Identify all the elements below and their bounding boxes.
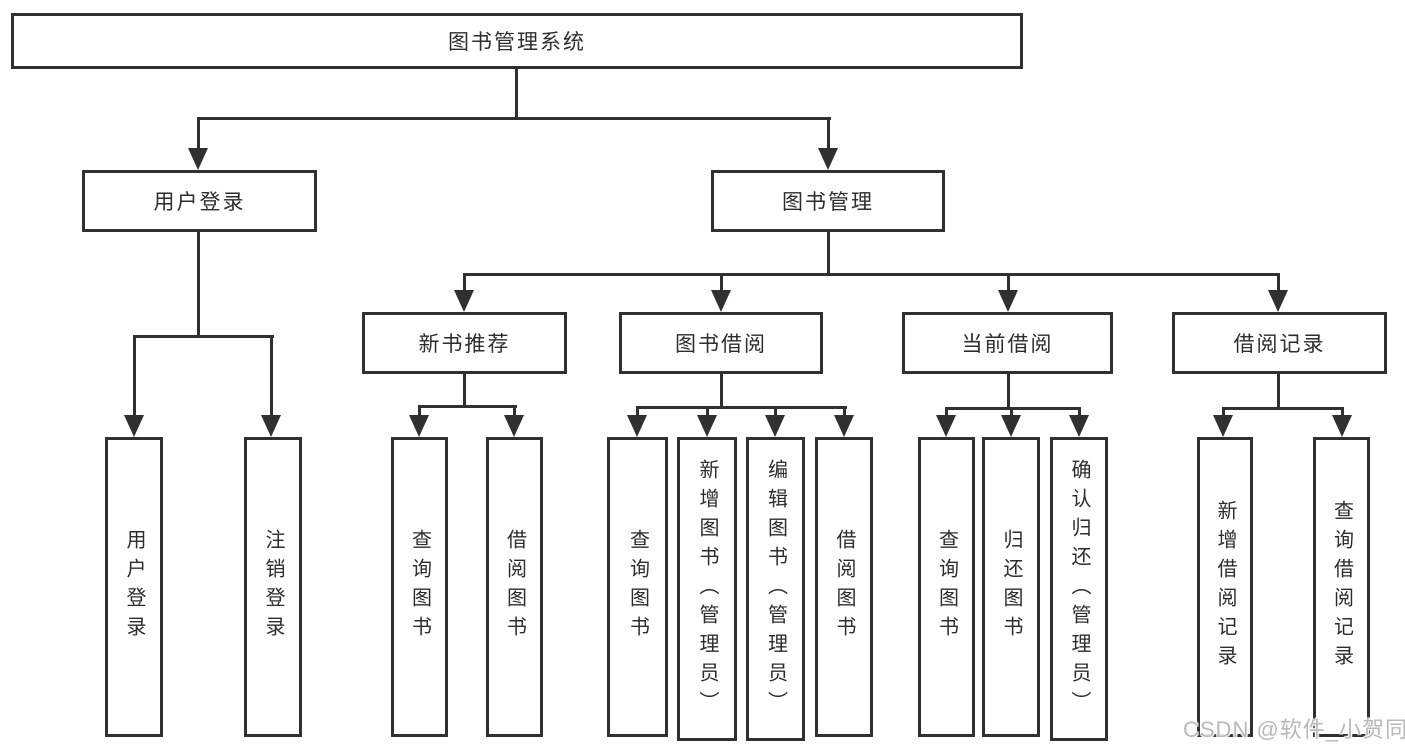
arrowhead-down-icon <box>765 415 785 437</box>
leaf-query-book-borrow: 查询图书 <box>607 437 668 737</box>
leaf-query-book-current: 查询图书 <box>918 437 975 737</box>
connector-line <box>706 406 709 415</box>
node-new-book-recommend: 新书推荐 <box>362 312 567 374</box>
connector-line <box>945 407 948 415</box>
leaf-add-borrow-record: 新增借阅记录 <box>1197 437 1253 737</box>
leaf-query-book-recommend-label: 查询图书 <box>408 529 431 645</box>
connector-line <box>1222 407 1225 415</box>
leaf-return-book-label: 归还图书 <box>1000 529 1022 645</box>
connector-line <box>463 374 466 405</box>
leaf-logout-label: 注销登录 <box>262 529 284 645</box>
leaf-edit-book-admin-label: 编辑图书（管理员） <box>764 458 787 720</box>
arrowhead-down-icon <box>998 290 1018 312</box>
leaf-add-borrow-record-label: 新增借阅记录 <box>1214 500 1236 674</box>
connector-line <box>774 406 777 415</box>
arrowhead-down-icon <box>936 415 956 437</box>
node-book-borrow: 图书借阅 <box>619 312 823 374</box>
connector-line <box>636 406 639 415</box>
leaf-query-book-borrow-label: 查询图书 <box>626 529 649 645</box>
connector-line <box>418 405 517 408</box>
arrowhead-down-icon <box>124 415 144 437</box>
arrowhead-down-icon <box>1268 290 1288 312</box>
connector-line <box>945 407 1081 410</box>
node-current-borrow-label: 当前借阅 <box>961 333 1054 356</box>
arrowhead-down-icon <box>261 415 281 437</box>
connector-line <box>1222 407 1344 410</box>
node-user-login: 用户登录 <box>82 170 317 232</box>
connector-line <box>1277 273 1280 291</box>
connector-line <box>720 374 723 406</box>
arrowhead-down-icon <box>627 415 647 437</box>
connector-line <box>515 69 518 117</box>
connector-line <box>827 232 830 273</box>
connector-line <box>463 273 1280 276</box>
leaf-query-borrow-record-label: 查询借阅记录 <box>1330 500 1353 674</box>
connector-line <box>197 117 831 120</box>
connector-line <box>513 405 516 415</box>
connector-line <box>463 273 466 291</box>
arrowhead-down-icon <box>504 415 524 437</box>
connector-line <box>270 335 273 416</box>
connector-line <box>1277 374 1280 407</box>
leaf-borrow-book: 借阅图书 <box>815 437 873 737</box>
leaf-add-book-admin: 新增图书（管理员） <box>677 437 737 741</box>
csdn-watermark: CSDN @软件_小贺同学 <box>1183 717 1405 742</box>
arrowhead-down-icon <box>711 290 731 312</box>
leaf-borrow-book-recommend-label: 借阅图书 <box>503 529 526 645</box>
arrowhead-down-icon <box>1213 415 1233 437</box>
connector-line <box>133 335 274 338</box>
arrowhead-down-icon <box>818 148 838 170</box>
leaf-query-book-recommend: 查询图书 <box>391 437 448 737</box>
leaf-add-book-admin-label: 新增图书（管理员） <box>696 458 718 720</box>
node-book-management: 图书管理 <box>711 170 945 232</box>
arrowhead-down-icon <box>409 415 429 437</box>
connector-line <box>1010 407 1013 415</box>
arrowhead-down-icon <box>834 415 854 437</box>
node-root-label: 图书管理系统 <box>448 31 586 54</box>
arrowhead-down-icon <box>188 148 208 170</box>
connector-line <box>133 335 136 416</box>
leaf-return-book: 归还图书 <box>982 437 1040 737</box>
node-borrow-record: 借阅记录 <box>1172 312 1387 374</box>
leaf-query-borrow-record: 查询借阅记录 <box>1313 437 1370 737</box>
leaf-user-login-label: 用户登录 <box>123 529 145 645</box>
connector-line <box>827 117 830 149</box>
leaf-borrow-book-recommend: 借阅图书 <box>486 437 543 737</box>
connector-line <box>197 232 200 335</box>
arrowhead-down-icon <box>1001 415 1021 437</box>
connector-line <box>1341 407 1344 415</box>
leaf-confirm-return-admin: 确认归还（管理员） <box>1050 437 1108 741</box>
node-new-book-recommend-label: 新书推荐 <box>418 333 511 356</box>
leaf-user-login: 用户登录 <box>105 437 163 737</box>
arrowhead-down-icon <box>697 415 717 437</box>
connector-line <box>1007 273 1010 291</box>
connector-line <box>197 117 200 149</box>
node-user-login-label: 用户登录 <box>153 191 246 214</box>
arrowhead-down-icon <box>1332 415 1352 437</box>
node-current-borrow: 当前借阅 <box>902 312 1113 374</box>
node-root: 图书管理系统 <box>11 13 1023 69</box>
node-book-management-label: 图书管理 <box>782 191 874 214</box>
connector-line <box>636 406 847 409</box>
connector-line <box>720 273 723 291</box>
connector-line <box>843 406 846 415</box>
leaf-query-book-current-label: 查询图书 <box>935 529 958 645</box>
connector-line <box>1007 374 1010 407</box>
node-borrow-record-label: 借阅记录 <box>1233 333 1326 356</box>
leaf-edit-book-admin: 编辑图书（管理员） <box>746 437 805 741</box>
leaf-confirm-return-admin-label: 确认归还（管理员） <box>1068 458 1090 720</box>
connector-line <box>1078 407 1081 415</box>
connector-line <box>418 405 421 415</box>
leaf-borrow-book-label: 借阅图书 <box>833 529 855 645</box>
arrowhead-down-icon <box>1069 415 1089 437</box>
node-book-borrow-label: 图书借阅 <box>675 333 767 356</box>
arrowhead-down-icon <box>454 290 474 312</box>
leaf-logout: 注销登录 <box>244 437 302 737</box>
